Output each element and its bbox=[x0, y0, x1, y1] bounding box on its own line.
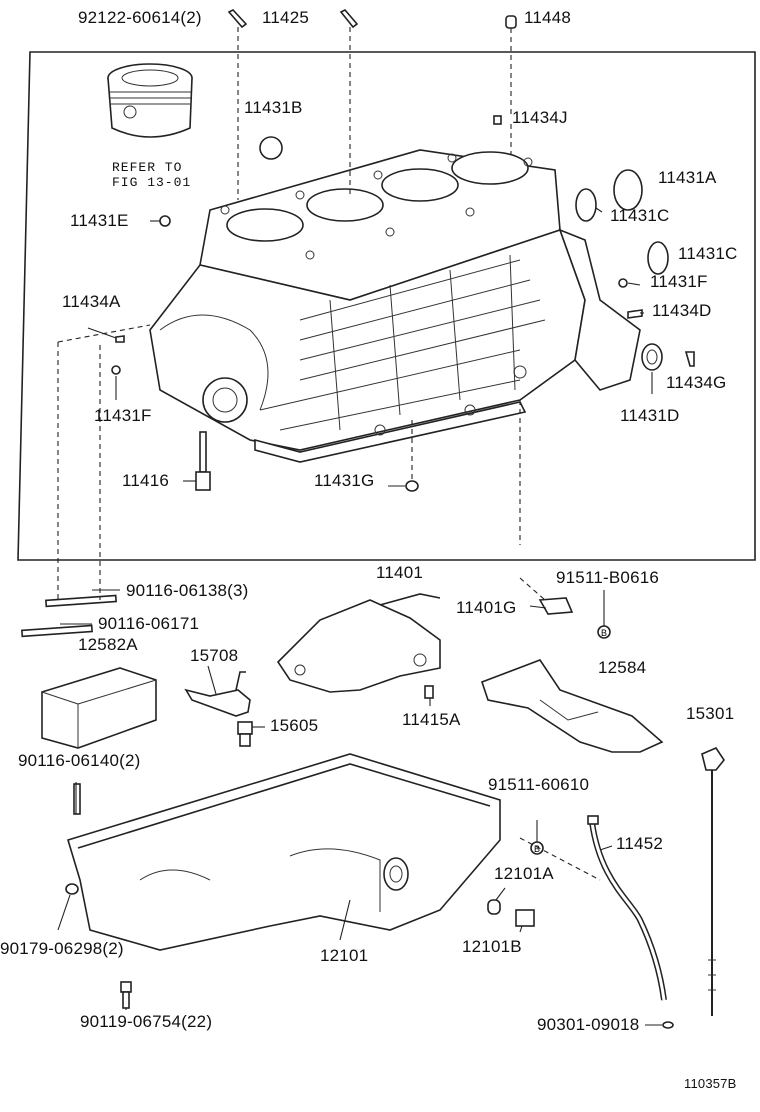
label-11431E[interactable]: 11431E bbox=[70, 211, 129, 230]
label-11431B[interactable]: 11431B bbox=[244, 98, 303, 117]
label-92122-60614[interactable]: 92122-60614(2) bbox=[78, 8, 202, 27]
label-90179-06298[interactable]: 90179-06298(2) bbox=[0, 939, 124, 958]
refer-line-2: FIG 13-01 bbox=[112, 175, 192, 190]
label-11416[interactable]: 11416 bbox=[122, 471, 170, 490]
refer-line-1: REFER TO bbox=[112, 160, 183, 175]
block-frame bbox=[17, 51, 756, 561]
label-12101A[interactable]: 12101A bbox=[494, 864, 554, 883]
label-11434J[interactable]: 11434J bbox=[512, 108, 568, 127]
label-11431C-upper[interactable]: 11431C bbox=[610, 206, 670, 225]
leader-lines bbox=[57, 27, 662, 1026]
label-12101B[interactable]: 12101B bbox=[462, 937, 522, 956]
label-90116-06171[interactable]: 90116-06171 bbox=[98, 614, 200, 633]
label-11434G[interactable]: 11434G bbox=[666, 373, 727, 392]
label-11434A[interactable]: 11434A bbox=[62, 292, 121, 311]
label-11431F-right[interactable]: 11431F bbox=[650, 272, 708, 291]
lower-parts bbox=[21, 593, 725, 1029]
label-11431D[interactable]: 11431D bbox=[620, 406, 680, 425]
label-90301-09018[interactable]: 90301-09018 bbox=[537, 1015, 640, 1034]
label-11448[interactable]: 11448 bbox=[524, 8, 572, 27]
marker-b-upper: B bbox=[601, 628, 607, 638]
label-11425[interactable]: 11425 bbox=[262, 8, 310, 27]
small-parts bbox=[111, 9, 695, 492]
label-15605[interactable]: 15605 bbox=[270, 716, 319, 735]
label-11415A[interactable]: 11415A bbox=[402, 710, 461, 729]
label-11434D[interactable]: 11434D bbox=[652, 301, 712, 320]
label-12582A[interactable]: 12582A bbox=[78, 635, 138, 654]
diagram-id: 110357B bbox=[684, 1076, 737, 1091]
label-12584[interactable]: 12584 bbox=[598, 658, 647, 677]
label-11401[interactable]: 11401 bbox=[376, 563, 424, 582]
label-91511-B0616[interactable]: 91511-B0616 bbox=[556, 568, 660, 587]
cylinder-block-illustration bbox=[149, 149, 641, 463]
label-12101[interactable]: 12101 bbox=[320, 946, 369, 965]
label-90119-06754[interactable]: 90119-06754(22) bbox=[80, 1012, 213, 1031]
label-11431A[interactable]: 11431A bbox=[658, 168, 717, 187]
label-11401G[interactable]: 11401G bbox=[456, 598, 517, 617]
piston-illustration bbox=[107, 63, 193, 138]
label-91511-60610[interactable]: 91511-60610 bbox=[488, 775, 590, 794]
marker-b-lower: B bbox=[534, 844, 540, 854]
label-11431G[interactable]: 11431G bbox=[314, 471, 375, 490]
label-11431F-left[interactable]: 11431F bbox=[94, 406, 152, 425]
label-11452[interactable]: 11452 bbox=[616, 834, 664, 853]
label-11431C-lower[interactable]: 11431C bbox=[678, 244, 738, 263]
label-90116-06140[interactable]: 90116-06140(2) bbox=[18, 751, 141, 770]
label-15301[interactable]: 15301 bbox=[686, 704, 735, 723]
label-15708[interactable]: 15708 bbox=[190, 646, 239, 665]
label-90116-06138[interactable]: 90116-06138(3) bbox=[126, 581, 249, 600]
